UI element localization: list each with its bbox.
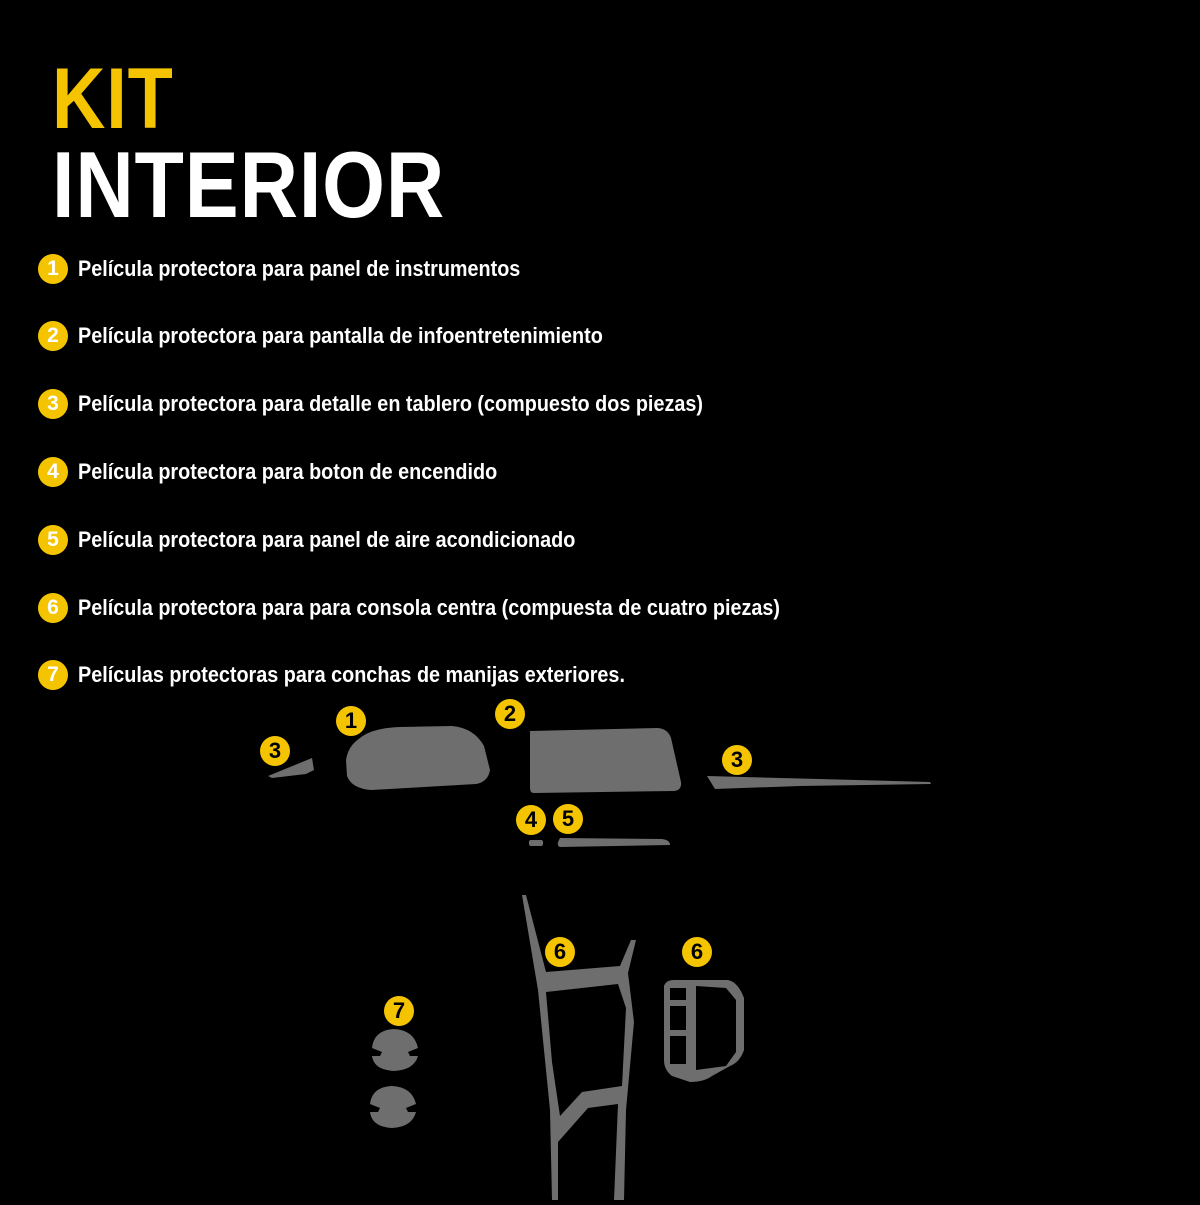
number-badge: 3	[38, 389, 68, 419]
center-console-piece	[522, 895, 636, 1200]
instrument-panel-piece	[346, 726, 490, 790]
badge-5: 5	[553, 804, 583, 834]
number-badge: 5	[38, 525, 68, 555]
item-label: Película protectora para boton de encend…	[78, 459, 498, 484]
badge-1: 1	[336, 706, 366, 736]
dash-detail-right-piece	[707, 776, 931, 789]
list-item: 1 Película protectora para panel de inst…	[38, 252, 1158, 286]
badge-6-side: 6	[682, 937, 712, 967]
title-kit: KIT	[52, 51, 174, 147]
handle-shell-piece	[370, 1086, 416, 1128]
badge-3-right: 3	[722, 745, 752, 775]
item-label: Película protectora para pantalla de inf…	[78, 323, 603, 348]
film-pieces-illustration	[268, 726, 931, 1200]
badge-2: 2	[495, 699, 525, 729]
list-item: 3 Película protectora para detalle en ta…	[38, 387, 1158, 421]
badge-7: 7	[384, 996, 414, 1026]
dash-detail-left-piece	[268, 758, 314, 778]
list-item: 2 Película protectora para pantalla de i…	[38, 319, 1158, 353]
badge-6-console: 6	[545, 937, 575, 967]
infotainment-screen-piece	[530, 728, 682, 793]
film-pieces-diagram: 3 1 2 3 4 5 6 6 7	[0, 690, 1200, 1200]
handle-shell-piece	[372, 1029, 418, 1071]
list-item: 4 Película protectora para boton de ence…	[38, 455, 1158, 489]
start-button-piece	[529, 840, 543, 846]
badge-3-left: 3	[260, 736, 290, 766]
list-item: 6 Película protectora para para consola …	[38, 591, 1158, 625]
item-label: Película protectora para panel de instru…	[78, 256, 521, 281]
item-label: Películas protectoras para conchas de ma…	[78, 662, 625, 687]
item-label: Película protectora para panel de aire a…	[78, 527, 576, 552]
number-badge: 2	[38, 321, 68, 351]
number-badge: 1	[38, 254, 68, 284]
list-item: 5 Película protectora para panel de aire…	[38, 523, 1158, 557]
title-interior: INTERIOR	[52, 132, 446, 237]
side-console-piece	[664, 980, 744, 1082]
number-badge: 7	[38, 660, 68, 690]
badge-4: 4	[516, 805, 546, 835]
number-badge: 4	[38, 457, 68, 487]
number-badge: 6	[38, 593, 68, 623]
ac-panel-piece	[557, 838, 670, 847]
item-label: Película protectora para detalle en tabl…	[78, 391, 703, 416]
list-item: 7 Películas protectoras para conchas de …	[38, 658, 1158, 692]
item-label: Película protectora para para consola ce…	[78, 595, 781, 620]
